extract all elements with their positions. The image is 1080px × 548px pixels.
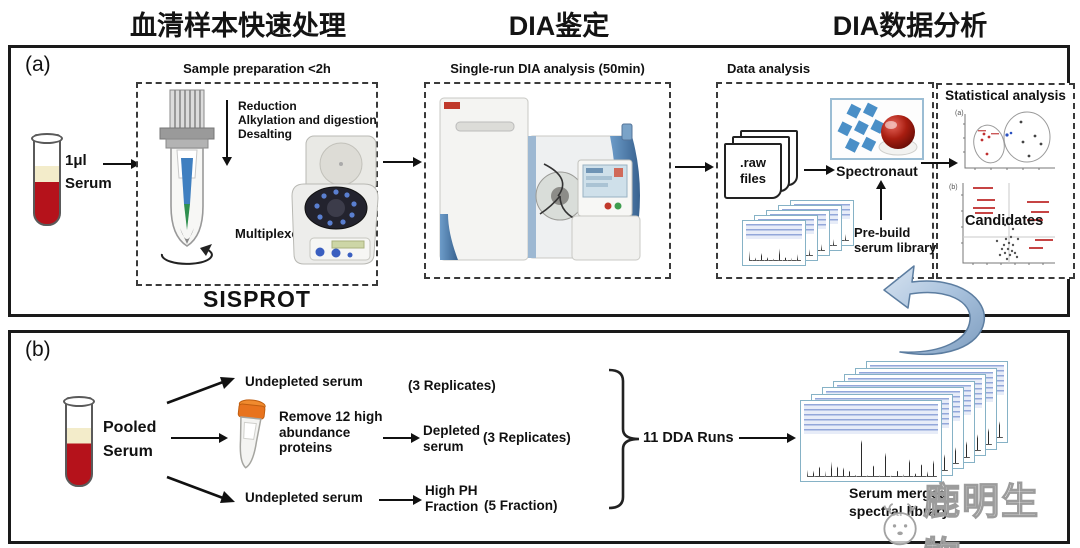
data-box-title: Data analysis	[727, 61, 811, 76]
arrow-serum-to-prep	[103, 158, 140, 169]
raw-file-front: .raw files	[724, 143, 782, 199]
watermark: 鹿明生物	[877, 471, 1067, 548]
remove-line3: proteins	[279, 440, 333, 456]
raw-files-label: .raw files	[726, 145, 780, 197]
candidates-label: Candidates	[965, 213, 1044, 229]
arrow-raw-to-spectronaut	[804, 164, 835, 175]
stats-box: Statistical analysis (a) (b)	[936, 83, 1075, 279]
panel-b-label: (b)	[25, 338, 51, 361]
header-serum-processing: 血清样本快速处理	[130, 11, 346, 41]
pooled-serum-label: Pooled Serum	[103, 416, 156, 464]
undepleted-top-label: Undepleted serum	[245, 374, 363, 389]
prep-step-alkylation: Alkylation and digestion	[238, 112, 377, 127]
dda-runs-label: 11 DDA Runs	[643, 430, 734, 446]
arrow-prep-steps-down	[221, 100, 232, 166]
remove-proteins-label: Remove 12 high abundance proteins	[279, 409, 383, 456]
deer-logo-icon	[883, 502, 917, 546]
arrow-branch-top	[166, 377, 235, 405]
watermark-text: 鹿明生物	[922, 480, 1041, 548]
pca-plot-label: (a)	[955, 110, 964, 117]
prebuild-line1: Pre-build	[854, 225, 911, 240]
remove-line2: abundance	[279, 424, 351, 440]
data-analysis-box: .raw files	[716, 82, 937, 279]
prep-steps-text: Reduction Alkylation and digestion Desal…	[238, 99, 377, 141]
prep-box-title: Sample preparation <2h	[183, 61, 331, 76]
panel-a-label: (a)	[25, 53, 51, 76]
spectronaut-logo	[830, 98, 924, 160]
highph-line2: Fraction	[425, 498, 479, 514]
fraction-count-label: (5 Fraction)	[484, 498, 558, 513]
spectronaut-label: Spectronaut	[836, 163, 918, 179]
prep-box: Reduction Alkylation and digestion Desal…	[136, 82, 379, 286]
prep-step-reduction: Reduction	[238, 99, 297, 113]
pooled-line2: Serum	[103, 443, 153, 460]
arrow-branch-bottom	[166, 475, 235, 503]
pca-plot: (a)	[955, 110, 1055, 170]
serum-tube-icon	[31, 133, 63, 226]
serum-name-text: Serum	[65, 174, 112, 192]
depleted-line1: Depleted	[423, 423, 481, 438]
prep-step-desalting: Desalting	[238, 126, 293, 141]
serum-library-label: Serum merged spectral library	[849, 485, 949, 520]
prebuild-line2: serum library	[854, 239, 937, 255]
arrow-library-to-spectronaut	[875, 180, 886, 220]
dia-box	[424, 82, 671, 279]
serum-library-line1: Serum merged	[849, 485, 948, 501]
serum-library-line2: spectral library	[849, 502, 950, 519]
panel-b: (b) Pooled Serum Undepleted serum (3 Rep…	[8, 330, 1070, 548]
volcano-plot-label: (b)	[949, 184, 958, 191]
raw-files-text: files	[739, 171, 766, 186]
remove-line1: Remove 12 high	[279, 409, 383, 424]
prebuild-library-stack	[742, 200, 858, 268]
multiplexed-label: Multiplexed	[235, 226, 307, 241]
header-dia-data-analysis: DIA数据分析	[832, 11, 988, 41]
centrifuge-icon	[291, 135, 379, 265]
raw-ext-text: .raw	[739, 154, 766, 170]
spectronaut-logo-art	[837, 102, 918, 156]
replicates-top-label: (3 Replicates)	[408, 378, 496, 393]
arrow-fraction	[379, 494, 422, 505]
pooled-serum-tube-icon	[63, 396, 95, 487]
replicates-mid-label: (3 Replicates)	[483, 430, 571, 445]
library-feedback-swoosh-arrow	[883, 265, 986, 356]
grouping-bracket	[608, 368, 640, 510]
stats-box-title: Statistical analysis	[945, 88, 1066, 103]
header-dia-identification: DIA鉴定	[508, 11, 610, 41]
high-ph-fraction-label: High PH Fraction	[425, 483, 478, 514]
arrow-prep-to-dia	[383, 156, 422, 167]
depleted-line2: serum	[423, 438, 464, 454]
depletion-column-icon	[237, 399, 266, 469]
arrow-dia-to-data	[675, 161, 714, 172]
raw-files-stack: .raw files	[724, 130, 806, 208]
prebuild-library-label: Pre-build serum library	[854, 225, 937, 256]
highph-line1: High PH	[425, 483, 478, 498]
arrow-dda-to-library	[739, 432, 796, 443]
arrow-spectronaut-to-stats	[921, 157, 958, 168]
spintip-device-icon	[159, 89, 215, 265]
arrow-depleted	[383, 432, 420, 443]
serum-volume-text: 1μl	[65, 152, 87, 169]
mass-spectrometer-icon	[439, 97, 641, 261]
depleted-serum-label: Depleted serum	[423, 423, 480, 454]
sisprot-label: SISPROT	[203, 286, 311, 312]
serum-amount-label: 1μl Serum	[65, 150, 112, 195]
serum-library-stack	[800, 361, 1012, 485]
pooled-line1: Pooled	[103, 419, 157, 436]
undepleted-bottom-label: Undepleted serum	[245, 490, 363, 505]
arrow-branch-mid	[171, 432, 228, 443]
panel-a: (a) 1μl Serum Sample preparation <2h	[8, 45, 1075, 317]
dia-box-title: Single-run DIA analysis (50min)	[450, 61, 645, 76]
volcano-plot: (b)	[949, 183, 1055, 265]
